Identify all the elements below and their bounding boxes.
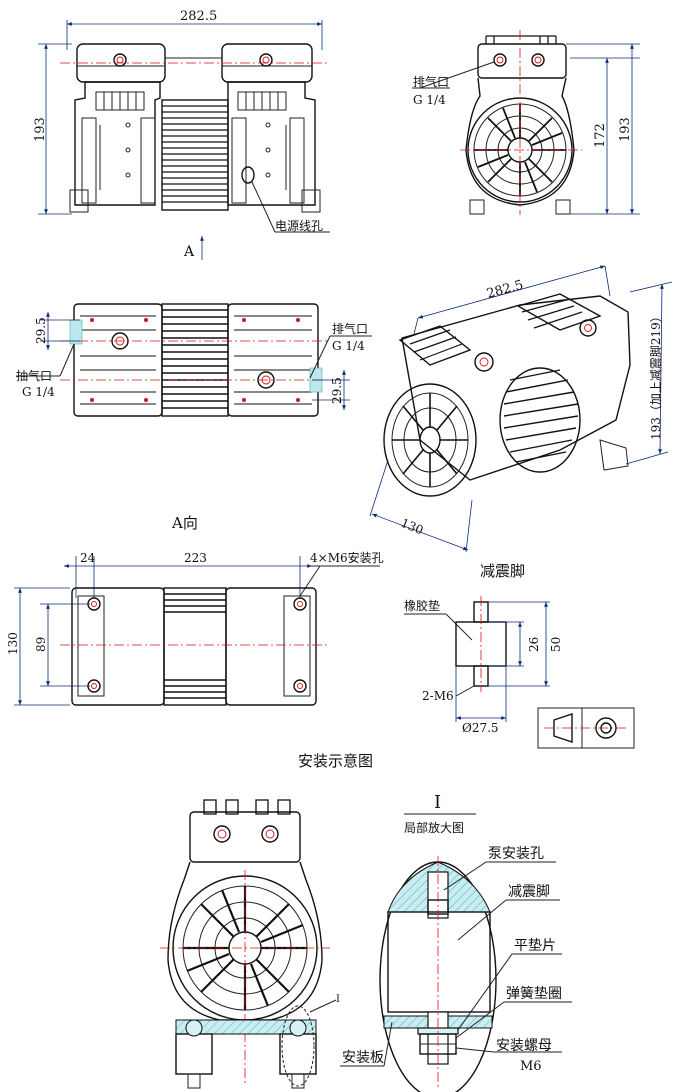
rubber-pad-label: 橡胶垫 xyxy=(404,598,440,613)
detail-callout-circle xyxy=(281,1005,315,1087)
projection-symbol xyxy=(537,707,635,749)
damper-thread: 2-M6 xyxy=(422,689,454,703)
detail-roman: I xyxy=(434,792,441,813)
bottom-dim-223: 223 xyxy=(184,551,207,565)
bottom-dim-24: 24 xyxy=(80,551,96,565)
side-dim-193: 193 xyxy=(618,117,633,142)
bottom-view-title: A向 xyxy=(171,514,198,532)
front-height-dim: 193 xyxy=(33,117,48,142)
iso-view: 282.5 193（加上减震脚219） 130 xyxy=(369,265,673,553)
iso-depth-dim: 130 xyxy=(399,516,425,538)
label-spring-washer: 弹簧垫圈 xyxy=(506,986,562,1002)
power-cord-hole xyxy=(241,166,255,184)
damper-dim-26: 26 xyxy=(527,637,541,652)
label-damper: 减震脚 xyxy=(508,884,550,900)
top-exhaust-thread: G 1/4 xyxy=(332,339,365,353)
install-title: 安装示意图 xyxy=(298,752,373,770)
bottom-mount-holes: 4×M6安装孔 xyxy=(310,550,384,565)
label-pump-hole: 泵安装孔 xyxy=(488,846,544,862)
bottom-dim-130: 130 xyxy=(6,632,20,655)
top-motor xyxy=(161,303,229,417)
top-intake-thread: G 1/4 xyxy=(22,385,55,399)
install-callout: I xyxy=(336,994,340,1005)
side-exhaust-thread: G 1/4 xyxy=(413,93,446,107)
damper-title: 减震脚 xyxy=(480,562,525,580)
label-plate: 安装板 xyxy=(342,1050,384,1066)
top-exhaust-label: 排气口 xyxy=(332,321,368,336)
power-hole-label: 电源线孔 xyxy=(275,219,323,233)
side-head xyxy=(477,43,567,79)
top-view: 29.5 29.5 排气口 G 1/4 抽气口 G 1/4 xyxy=(16,303,372,417)
front-view: 282.5 193 xyxy=(33,9,330,260)
bottom-view: A向 24 223 4×M6安装孔 130 89 xyxy=(6,514,384,706)
iso-height-dim: 193（加上减震脚219） xyxy=(648,310,663,440)
side-exhaust-label: 排气口 xyxy=(413,74,449,89)
top-dim-right: 29.5 xyxy=(330,377,344,404)
iso-fan-cover xyxy=(383,383,477,497)
detail-view: I 局部放大图 泵安装孔 减震脚 平垫片 弹簧垫圈 安装螺母 M6 xyxy=(340,792,572,1092)
install-fan-spokes xyxy=(183,886,307,1010)
front-width-dim: 282.5 xyxy=(180,9,217,24)
label-nut-size: M6 xyxy=(520,1059,542,1074)
damper-diameter: Ø27.5 xyxy=(462,721,499,735)
side-view: 排气口 G 1/4 172 193 xyxy=(412,30,640,215)
view-a-label: A xyxy=(183,244,195,260)
iso-length-dim: 282.5 xyxy=(485,278,525,302)
top-dim-left: 29.5 xyxy=(34,317,48,344)
motor-body xyxy=(161,99,229,211)
bottom-dim-89: 89 xyxy=(34,637,48,652)
damper-view: 减震脚 橡胶垫 26 50 2-M6 Ø27.5 xyxy=(404,562,635,749)
top-intake-label: 抽气口 xyxy=(16,368,52,383)
side-dim-172: 172 xyxy=(593,123,608,148)
label-nut: 安装螺母 xyxy=(496,1038,552,1054)
damper-dim-50: 50 xyxy=(549,637,563,652)
detail-title: 局部放大图 xyxy=(404,820,464,835)
install-view: 安装示意图 I xyxy=(160,752,373,1089)
label-flat-washer: 平垫片 xyxy=(514,938,556,954)
